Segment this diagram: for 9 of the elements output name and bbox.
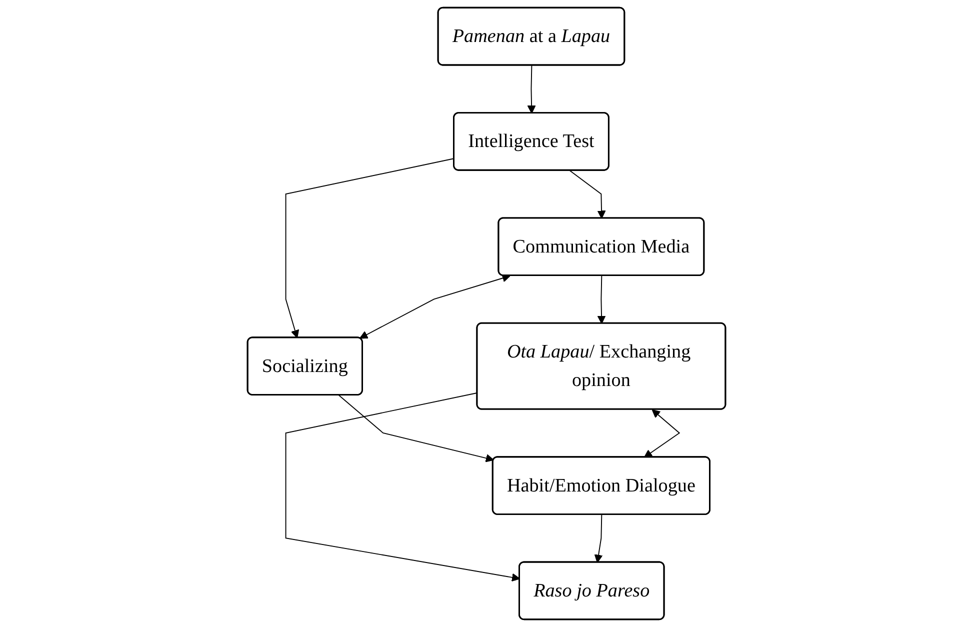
arrow — [594, 514, 603, 563]
arrow — [597, 275, 606, 324]
arrow — [360, 274, 510, 339]
arrow — [527, 65, 536, 114]
arrow — [338, 394, 494, 462]
arrow — [644, 409, 680, 458]
arrow — [285, 392, 520, 582]
arrow — [285, 158, 455, 338]
arrow — [569, 170, 606, 219]
